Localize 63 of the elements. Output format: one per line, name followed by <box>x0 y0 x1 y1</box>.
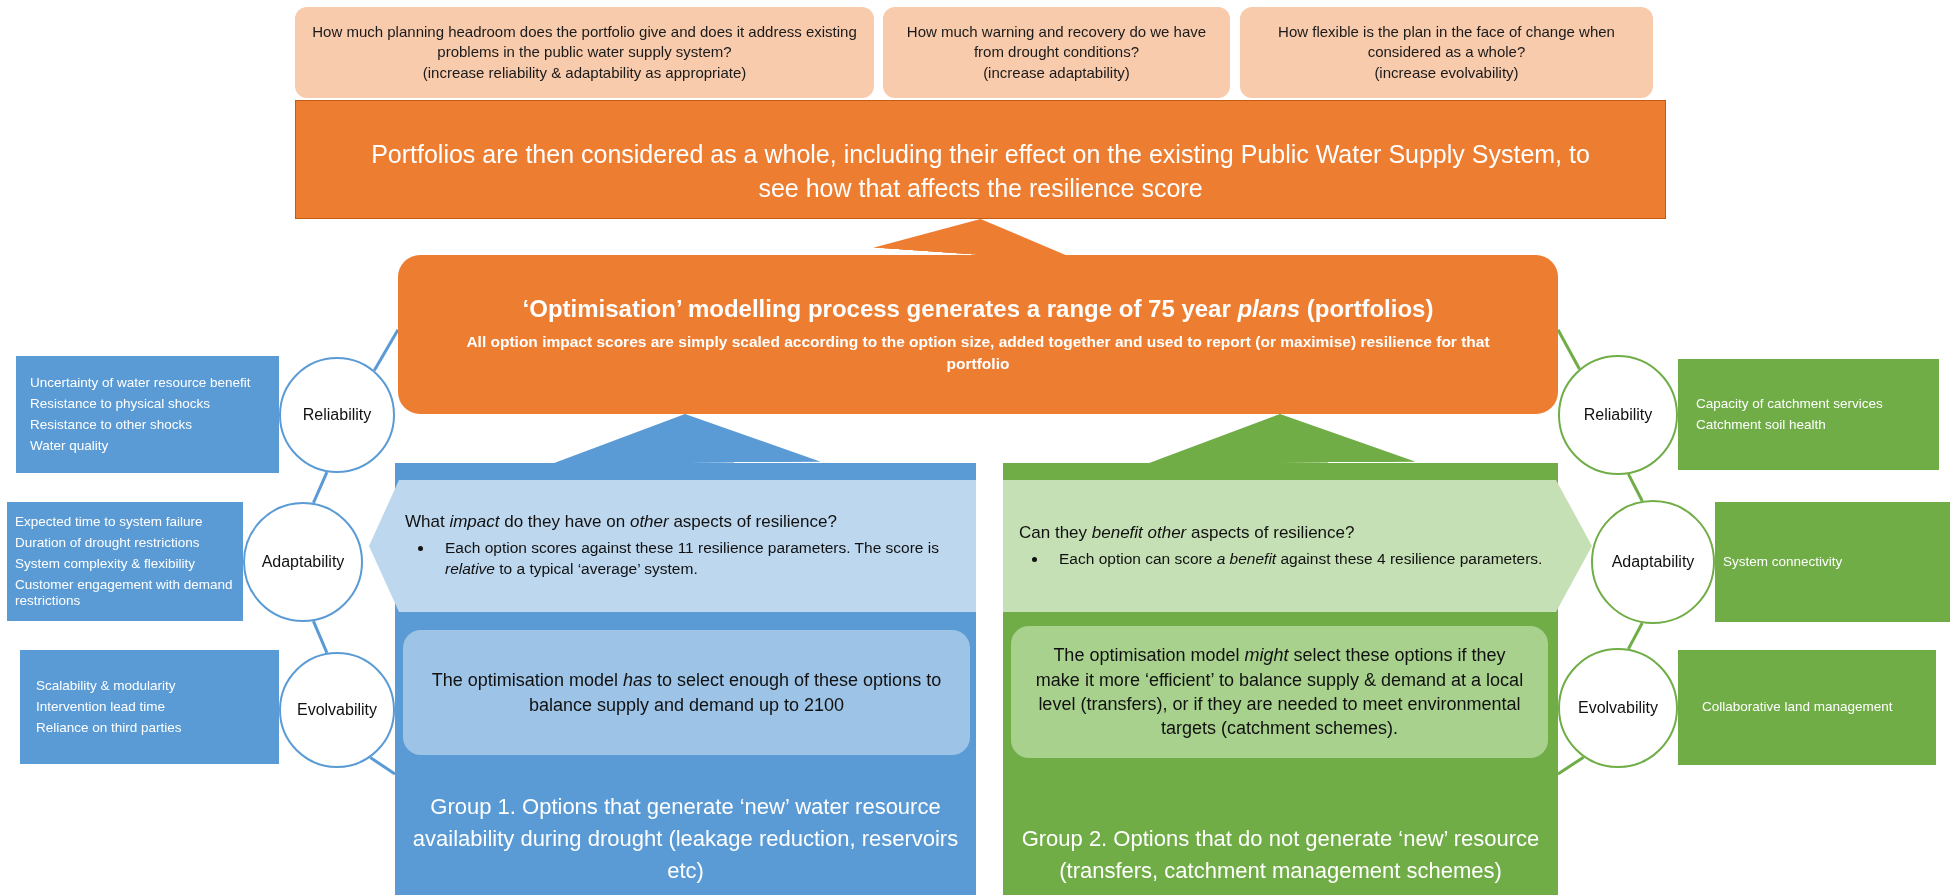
criteria-item: Catchment soil health <box>1696 417 1827 434</box>
note-text: (increase evolvability) <box>1374 63 1519 83</box>
category-label: Evolvability <box>297 701 377 719</box>
category-circle <box>279 652 395 768</box>
category-label: Adaptability <box>1611 553 1695 571</box>
banner-box <box>295 100 1666 219</box>
connector-line <box>312 620 329 654</box>
criteria-item: Intervention lead time <box>36 698 167 716</box>
group-heading: Group 2. Options that do not generate ‘new’ resource (transfers, catchment management schemes) <box>1020 825 1541 886</box>
question-arrow-panel <box>369 480 976 612</box>
category-label: Adaptability <box>261 553 345 571</box>
category-label: Reliability <box>1583 406 1653 424</box>
criteria-item: Water quality <box>30 438 110 455</box>
criteria-panel <box>1678 359 1939 470</box>
bullet-text: Each option can score a benefit against these 4 resilience parameters. <box>1019 548 1552 570</box>
question-text: How much warning and recovery do we have from drought conditions? <box>905 22 1208 62</box>
process-box <box>398 255 1558 414</box>
process-text: All option impact scores are simply scaled according to the option size, added together and used to report (or maximise) resilience for that portfolio <box>465 331 1491 374</box>
criteria-panel <box>1678 650 1936 765</box>
criteria-item: Capacity of catchment services <box>1696 395 1884 412</box>
criteria-item: Reliance on third parties <box>36 720 183 737</box>
info-box <box>403 630 970 755</box>
group-heading: Group 1. Options that generate ‘new’ water resource availability during drought (leakage reduction, reservoirs etc) <box>411 793 960 886</box>
criteria-item: Scalability & modularity <box>36 677 177 694</box>
question-box <box>1240 7 1653 98</box>
criteria-panel <box>1715 502 1950 622</box>
criteria-item: Resistance to physical shocks <box>30 395 212 412</box>
criteria-item: Resistance to other shocks <box>30 417 194 434</box>
criteria-panel <box>7 502 243 621</box>
question-heading: Can they benefit other aspects of resilience? <box>1019 522 1356 543</box>
connector-line <box>312 471 329 504</box>
info-text: The optimisation model might select these options if they make it more ‘efficient’ to balance supply & demand at a local level (transfers), or if they are needed to meet environmental targets (catchment schemes). <box>1035 644 1524 741</box>
question-box <box>883 7 1230 98</box>
connector-line <box>1627 622 1644 650</box>
connector-line <box>369 756 396 776</box>
question-text: How flexible is the plan in the face of change when considered as a whole? <box>1277 22 1616 62</box>
criteria-item: Duration of drought restrictions <box>15 534 201 551</box>
category-label: Reliability <box>302 406 372 424</box>
connector-line <box>373 328 400 372</box>
criteria-panel <box>16 356 279 473</box>
criteria-item: Uncertainty of water resource benefit <box>30 374 252 391</box>
criteria-item: System complexity & flexibility <box>15 555 197 573</box>
connector-line <box>1556 329 1581 370</box>
category-label: Evolvability <box>1578 699 1658 717</box>
question-heading: What impact do they have on other aspects of resilience? <box>405 512 838 533</box>
criteria-item: Expected time to system failure <box>15 513 204 530</box>
banner-text: Portfolios are then considered as a whole, including their effect on the existing Public Water Supply System, to see how that affects the resilience score <box>370 138 1591 204</box>
criteria-item: Collaborative land management <box>1702 699 1894 716</box>
criteria-item: Customer engagement with demand restrictions <box>15 577 234 610</box>
process-title: ‘Optimisation’ modelling process generates a range of 75 year plans (portfolios) <box>522 294 1434 323</box>
connector-line <box>1627 473 1644 502</box>
connector-line <box>1557 755 1585 776</box>
criteria-item: System connectivity <box>1723 553 1844 571</box>
note-text: (increase reliability & adaptability as appropriate) <box>422 63 747 83</box>
question-box <box>295 7 874 98</box>
category-circle <box>1558 648 1678 768</box>
info-text: The optimisation model has to select enough of these options to balance supply and demand up to 2100 <box>430 669 943 717</box>
note-text: (increase adaptability) <box>983 63 1130 83</box>
question-text: How much planning headroom does the portfolio give and does it address existing problems in the public water supply system? <box>311 22 858 62</box>
criteria-panel <box>20 650 279 764</box>
bullet-text: Each option scores against these 11 resilience parameters. The score is relative to a typical ‘average’ system. <box>405 538 962 580</box>
info-box <box>1011 626 1548 758</box>
question-arrow-panel <box>1003 480 1592 612</box>
